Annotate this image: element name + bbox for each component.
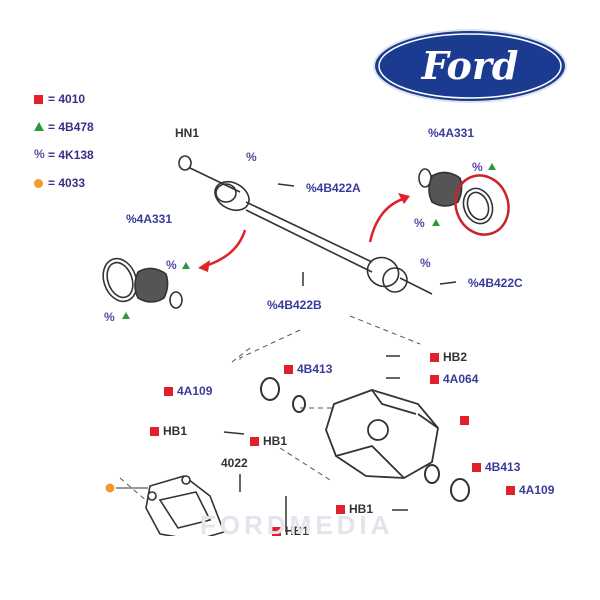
red-square-icon xyxy=(430,375,439,384)
halfshaft-assembly xyxy=(178,155,433,295)
percent-icon: % xyxy=(104,310,115,324)
red-square-icon xyxy=(430,353,439,362)
label-4a109-right: 4A109 xyxy=(506,483,554,497)
label-percent-joint: % xyxy=(420,256,431,270)
label-hb1-left: HB1 xyxy=(150,424,187,438)
watermark: FORDMEDIA xyxy=(200,510,394,540)
green-triangle-icon xyxy=(122,312,130,319)
differential-housing xyxy=(325,389,439,479)
red-square-icon xyxy=(284,365,293,374)
legend-row-percent: % = 4K138 xyxy=(34,147,94,162)
red-square-icon xyxy=(506,486,515,495)
legend-row-triangle: = 4B478 xyxy=(34,120,174,140)
green-triangle-icon xyxy=(34,122,44,131)
red-square-icon xyxy=(150,427,159,436)
label-4022: 4022 xyxy=(221,456,248,470)
label-4a109-left: 4A109 xyxy=(164,384,212,398)
highlight-circle xyxy=(454,174,510,236)
red-square-icon xyxy=(34,95,43,104)
label-4a331-right: %4A331 xyxy=(428,126,475,140)
red-arrows xyxy=(204,196,407,268)
arrow-head-right xyxy=(398,193,410,204)
right-boot-assembly xyxy=(418,168,494,225)
legend-row-square: = 4010 xyxy=(34,92,174,112)
label-4b422a: %4B422A xyxy=(306,181,361,195)
red-square-icon xyxy=(472,463,481,472)
red-square-icon xyxy=(164,387,173,396)
label-4b413-right: 4B413 xyxy=(472,460,520,474)
label-4b422c: %4B422C xyxy=(468,276,523,290)
label-4b413-top: 4B413 xyxy=(284,362,332,376)
label-4a064: 4A064 xyxy=(430,372,478,386)
orange-marker xyxy=(105,483,115,493)
percent-icon: % xyxy=(414,216,425,230)
label-hb1-cut: HB1 xyxy=(272,524,309,536)
bottom-cut xyxy=(0,536,600,600)
green-triangle-icon xyxy=(432,219,440,226)
red-square-icon xyxy=(336,505,345,514)
label-percent-top: % xyxy=(246,150,257,164)
label-4a331-left: %4A331 xyxy=(126,212,173,226)
percent-icon: % xyxy=(34,147,45,161)
green-triangle-icon xyxy=(182,262,190,269)
seals xyxy=(260,377,470,502)
label-hn1: HN1 xyxy=(175,126,200,140)
ford-logo: Ford xyxy=(372,28,568,104)
percent-icon: % xyxy=(472,160,483,174)
left-boot-assembly xyxy=(102,257,183,309)
orange-dot-icon xyxy=(34,179,43,188)
green-triangle-icon xyxy=(488,163,496,170)
arrow-head-left xyxy=(198,260,210,272)
red-square-icon xyxy=(272,527,281,536)
label-hb1-mid: HB1 xyxy=(250,434,287,448)
label-4b422b: %4B422B xyxy=(267,298,322,312)
red-square-icon xyxy=(460,416,469,425)
label-hb1-bottom: HB1 xyxy=(336,502,373,516)
legend: = 4010 = 4B478 % = 4K138 = 4033 xyxy=(34,92,174,204)
legend-row-dot: = 4033 xyxy=(34,176,174,196)
rear-cover xyxy=(145,475,226,541)
label-hb2: HB2 xyxy=(430,350,467,364)
bolts xyxy=(223,183,457,532)
red-square-icon xyxy=(250,437,259,446)
label-percent-left-boot: % xyxy=(166,258,177,272)
logo-text: Ford xyxy=(421,43,519,88)
